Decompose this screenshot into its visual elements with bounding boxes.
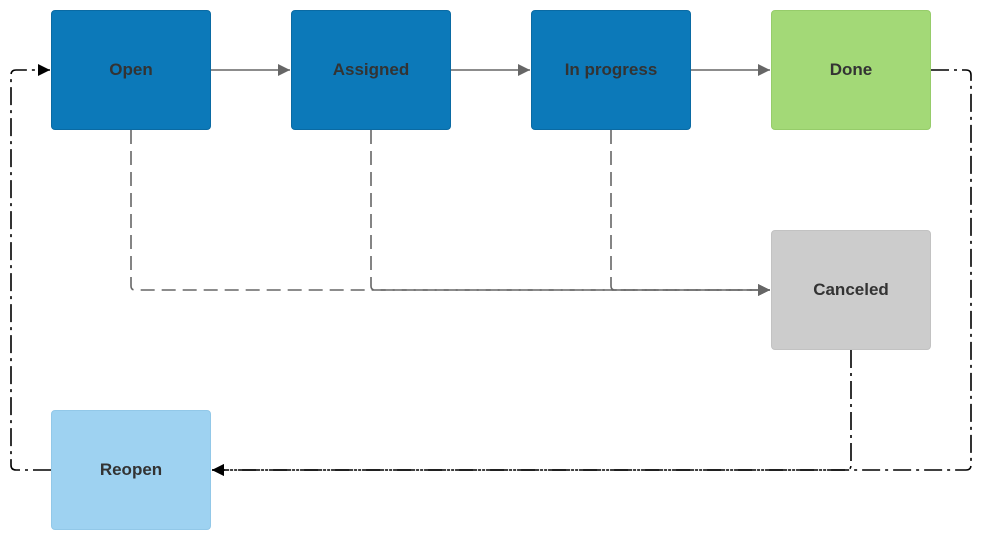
node-open[interactable]: Open [51, 10, 211, 130]
edge-assigned-to-canceled [370, 130, 770, 296]
edge-in-progress-to-canceled [610, 130, 770, 296]
node-in-progress[interactable]: In progress [531, 10, 691, 130]
node-open-label: Open [109, 60, 153, 79]
edge-reopen-to-open [10, 64, 51, 471]
edge-done-to-reopen [212, 69, 972, 476]
node-done-label: Done [829, 60, 873, 79]
edge-canceled-to-reopen [212, 350, 852, 476]
node-reopen-label: Reopen [99, 460, 163, 479]
edge-open-to-canceled [130, 130, 770, 296]
node-assigned[interactable]: Assigned [291, 10, 451, 130]
node-in-progress-label: In progress [564, 60, 658, 79]
node-reopen[interactable]: Reopen [51, 410, 211, 530]
node-canceled-label: Canceled [813, 280, 889, 299]
node-assigned-label: Assigned [332, 60, 410, 79]
node-done[interactable]: Done [771, 10, 931, 130]
node-canceled[interactable]: Canceled [771, 230, 931, 350]
